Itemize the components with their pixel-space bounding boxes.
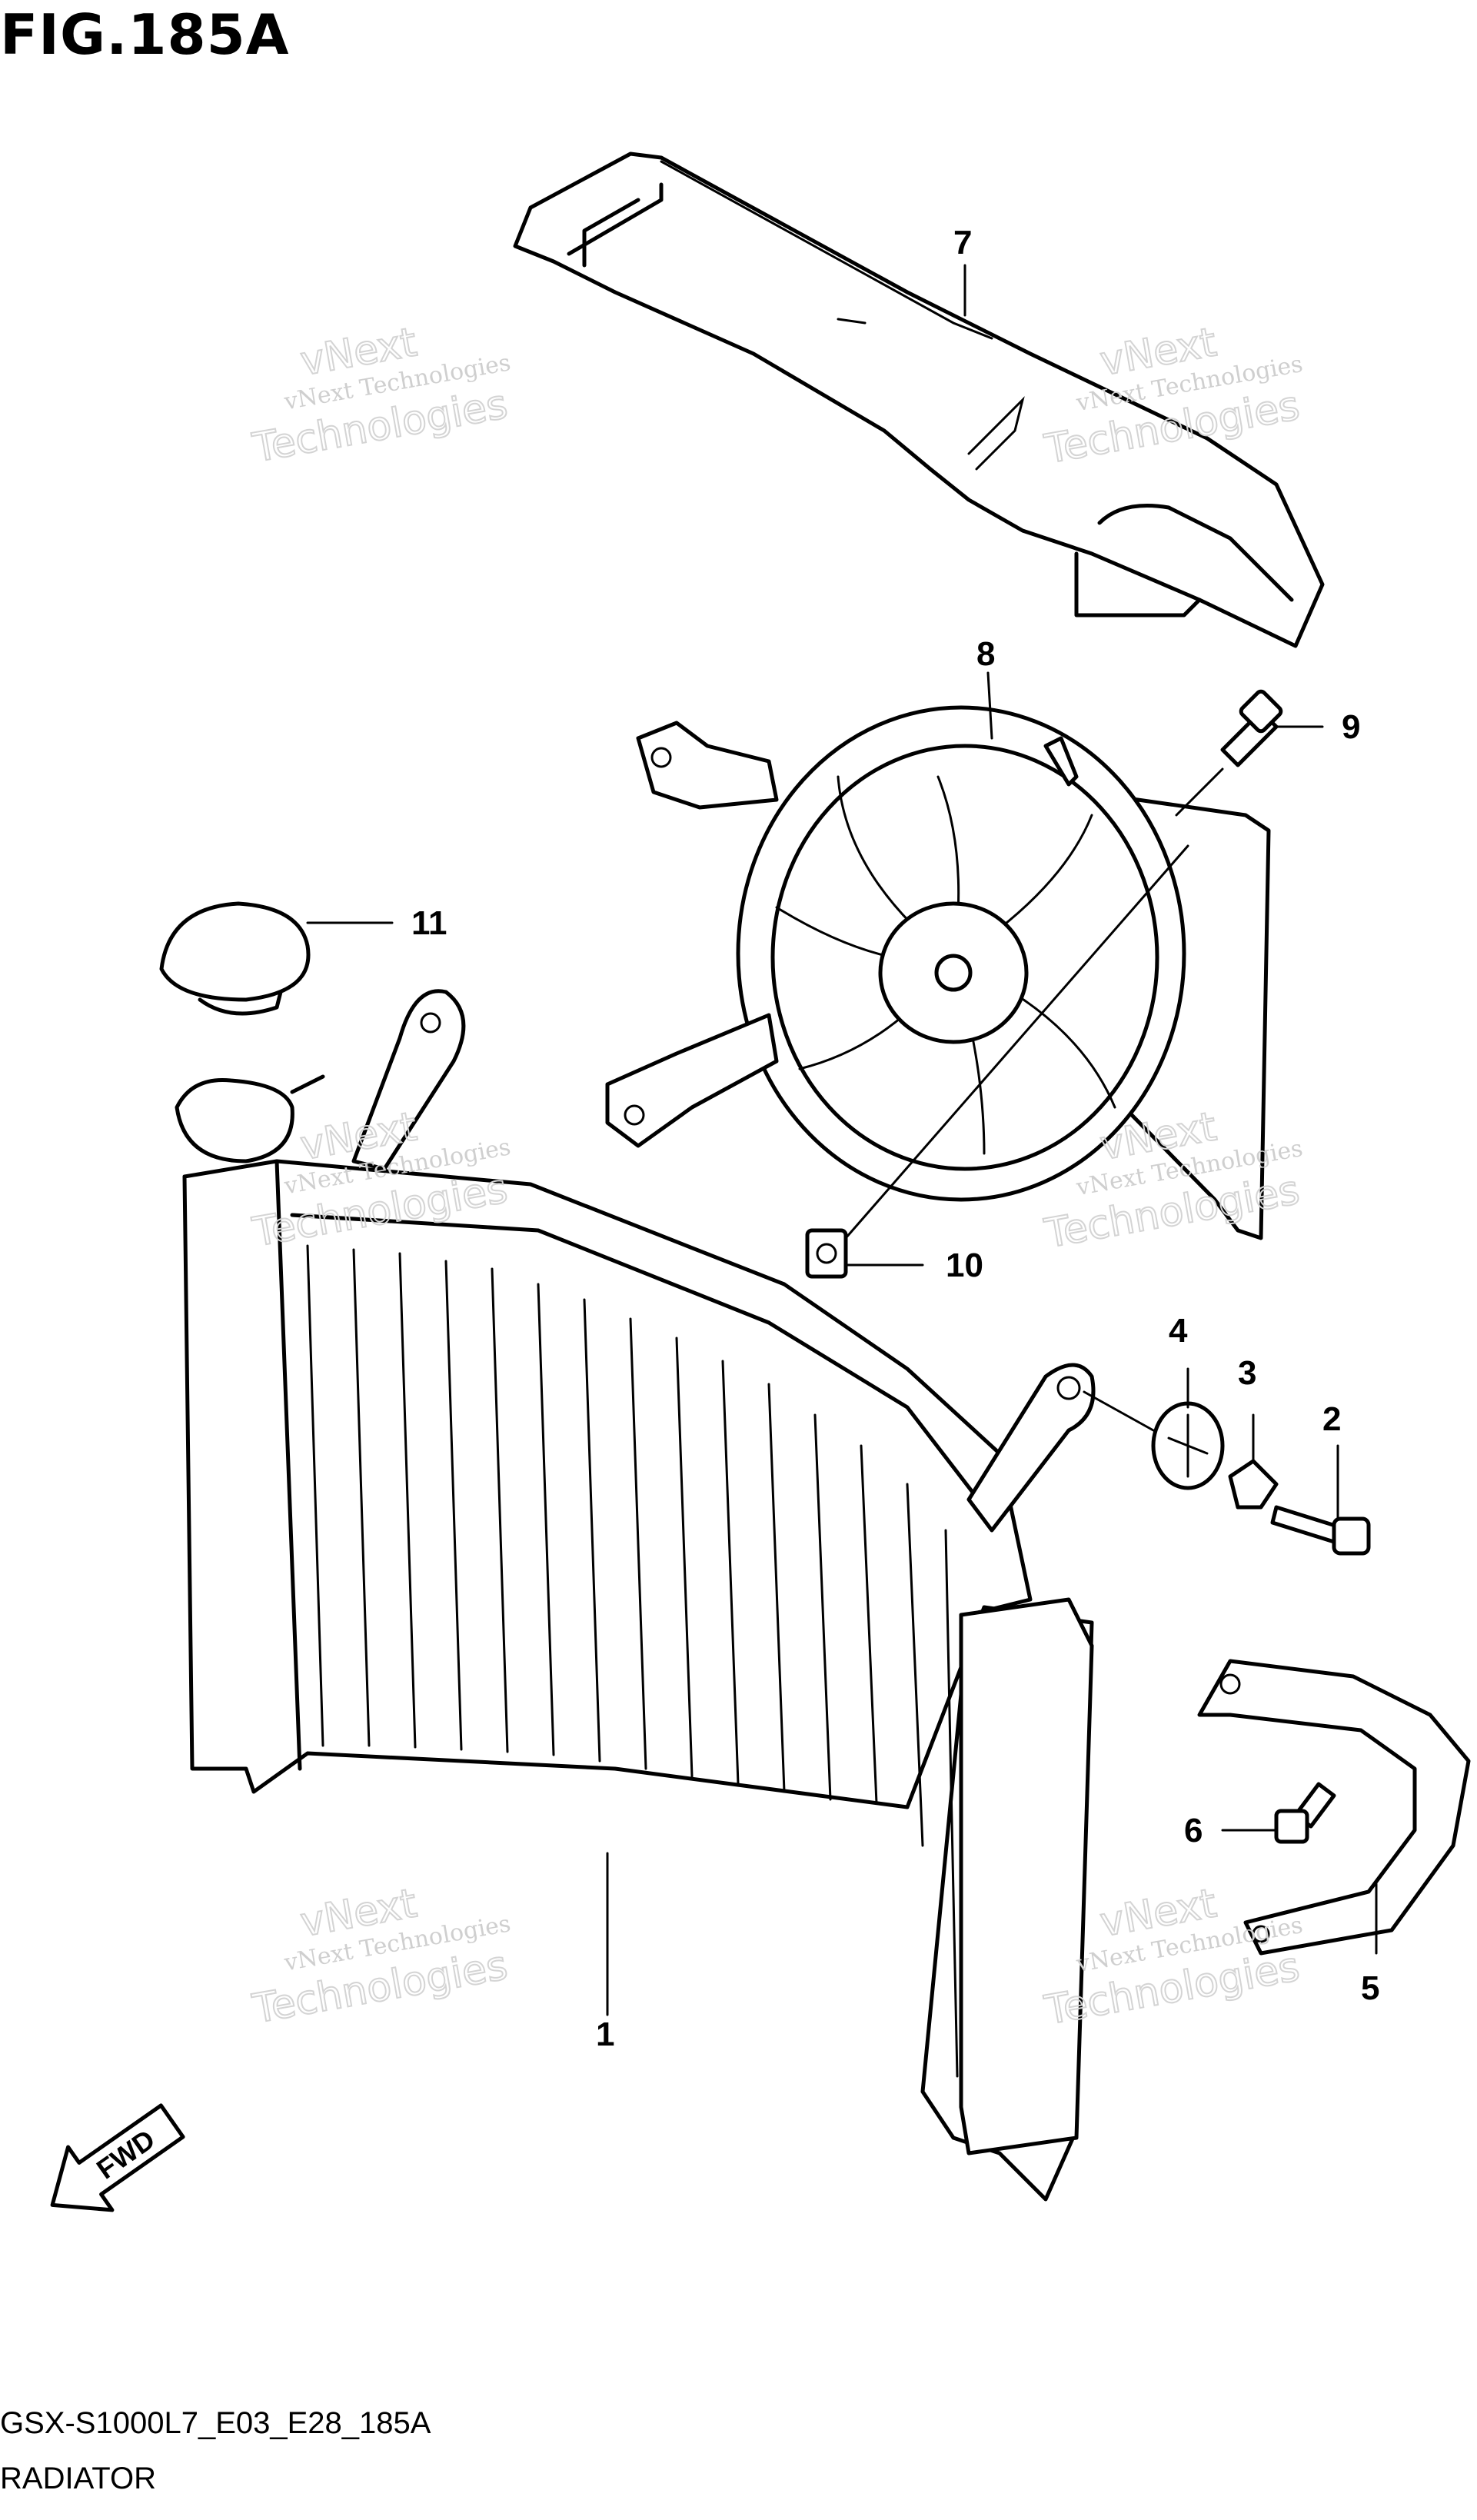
part-1-radiator[interactable] (182, 1159, 1094, 2202)
section-name: RADIATOR (0, 2462, 156, 2495)
part-2-bolt[interactable] (1270, 1505, 1371, 1556)
callout-2: 2 (1322, 1400, 1341, 1438)
callout-8: 8 (976, 635, 995, 673)
callout-9: 9 (1342, 708, 1360, 746)
radiator-side-bracket (966, 1363, 1096, 1533)
watermark-top-right: vNext vNext Technologies Technologies (1040, 318, 1305, 474)
watermark-top-left: vNext vNext Technologies Technologies (248, 318, 513, 472)
figure-title: FIG.185A (0, 2, 290, 67)
part-6-bolt[interactable] (1274, 1782, 1336, 1844)
radiator-fins (306, 1244, 959, 2078)
part-4-grommet[interactable] (1151, 1401, 1225, 1490)
part-5-stay[interactable] (1197, 1659, 1471, 1956)
radiator-upper-bracket (351, 989, 466, 1171)
part-3-collar[interactable] (1228, 1459, 1279, 1510)
part-7-shroud[interactable] (513, 151, 1325, 648)
callout-4: 4 (1169, 1312, 1188, 1350)
watermark-low-left: vNext vNext Technologies Technologies (248, 1879, 513, 2033)
callout-7: 7 (953, 224, 972, 261)
part-11-radiator-cap[interactable] (159, 901, 311, 1016)
callout-6: 6 (1184, 1812, 1203, 1849)
callout-3: 3 (1238, 1354, 1256, 1392)
callout-5: 5 (1361, 1969, 1379, 2007)
callout-1: 1 (596, 2016, 614, 2053)
fwd-arrow-icon: FWD (50, 2103, 185, 2212)
part-10-clip-nut[interactable] (805, 1228, 848, 1279)
callout-11: 11 (411, 904, 447, 942)
callout-10: 10 (946, 1247, 983, 1284)
radiator-filler-neck (175, 1077, 294, 1163)
part-9-bolt[interactable] (1220, 689, 1283, 767)
diagram-code: GSX-S1000L7_E03_E28_185A (0, 2406, 431, 2440)
